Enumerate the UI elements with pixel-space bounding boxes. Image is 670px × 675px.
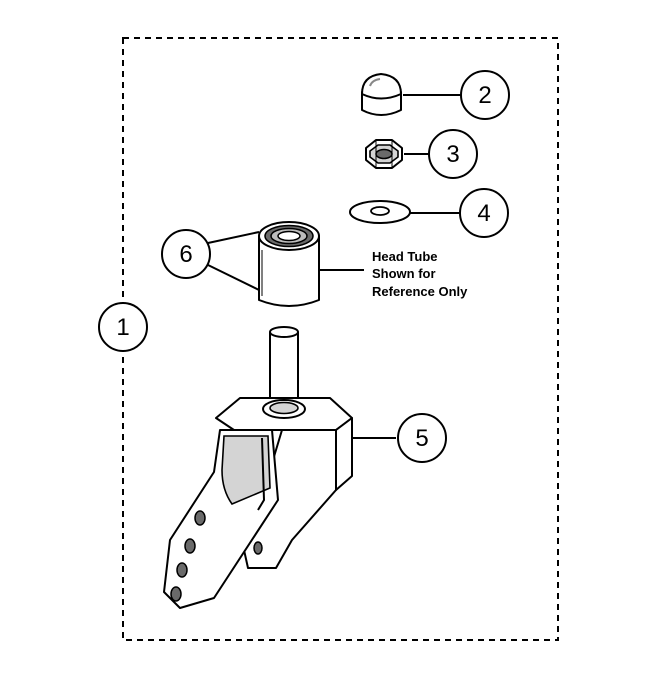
- fork-spindle-part: [163, 326, 353, 609]
- callout-6-label: 6: [179, 241, 192, 268]
- callout-1-label: 1: [116, 314, 129, 341]
- note-line-3: Reference Only: [372, 284, 468, 299]
- callout-6: 6: [161, 229, 211, 279]
- callout-2: 2: [460, 70, 510, 120]
- leader-line-6a: [207, 231, 260, 244]
- callout-2-label: 2: [478, 82, 491, 109]
- callout-3-label: 3: [446, 141, 459, 168]
- callout-3: 3: [428, 129, 478, 179]
- callout-4: 4: [459, 188, 509, 238]
- callout-5: 5: [397, 413, 447, 463]
- note-line-1: Head Tube: [372, 249, 438, 264]
- cap-nut-part: [361, 73, 402, 116]
- lock-nut-part: [365, 139, 403, 169]
- callout-4-label: 4: [477, 200, 490, 227]
- washer-part: [349, 200, 411, 224]
- leader-line-6b: [207, 264, 260, 291]
- bearing-part: [258, 221, 320, 307]
- callout-5-label: 5: [415, 425, 428, 452]
- note-line-2: Shown for: [372, 266, 436, 281]
- callout-1: 1: [98, 302, 148, 352]
